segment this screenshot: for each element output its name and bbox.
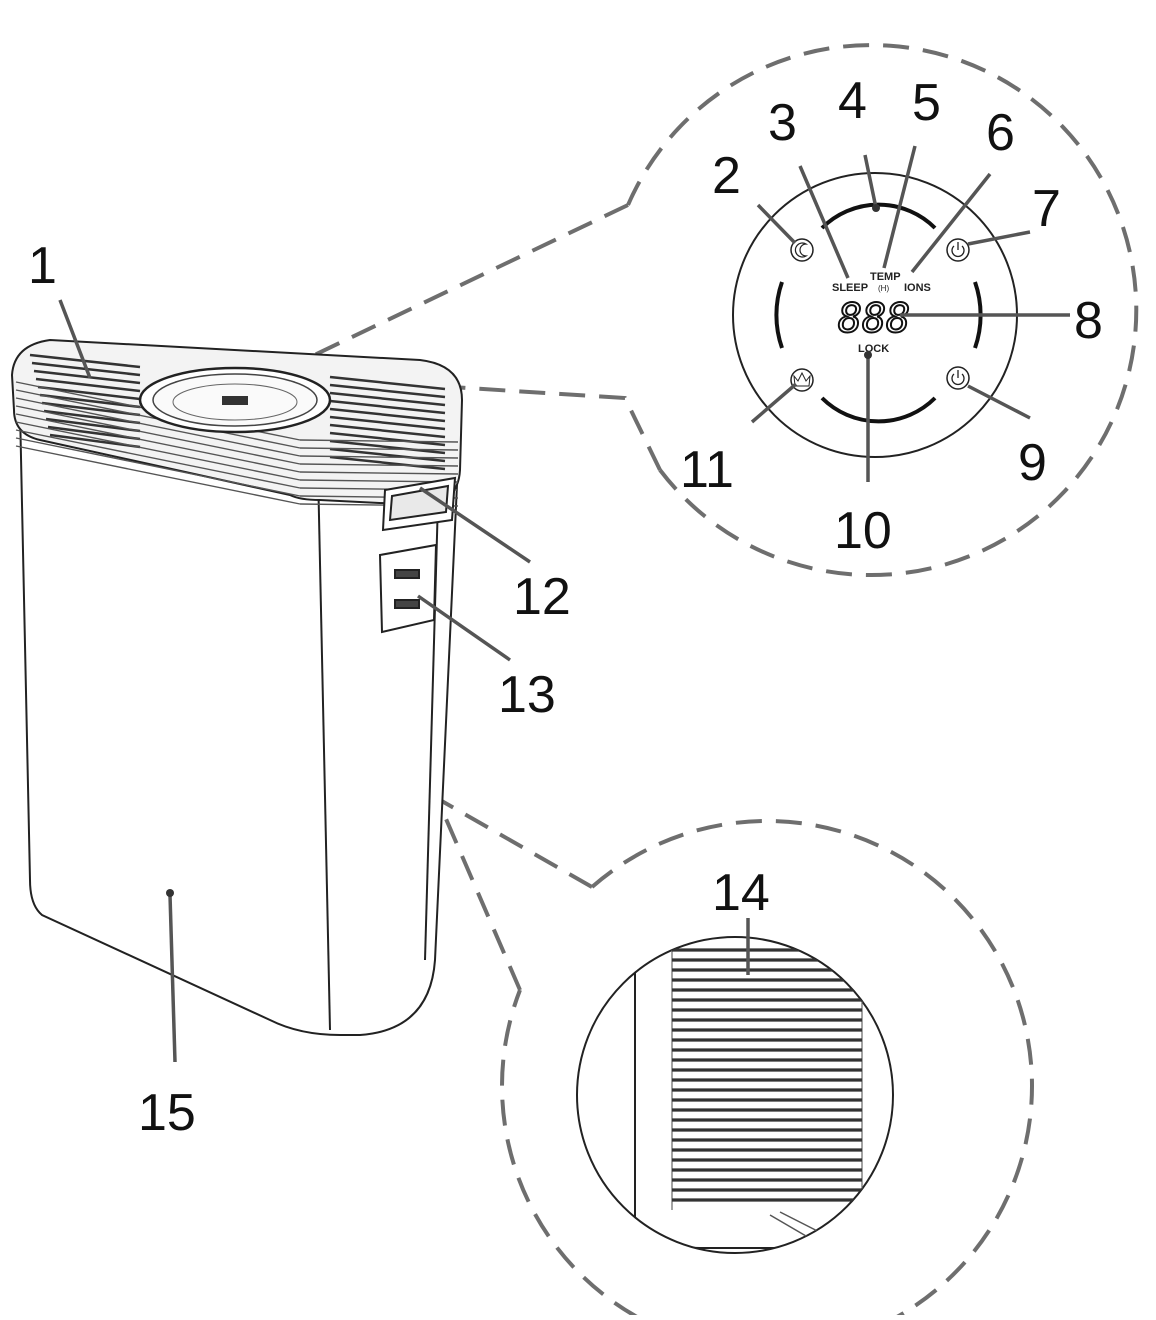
grille-slat bbox=[329, 415, 446, 431]
grille-slat bbox=[49, 433, 141, 449]
vent-zoom-leader-upper bbox=[439, 798, 593, 889]
sleep-mode-button bbox=[790, 238, 814, 262]
callout-2: 2 bbox=[712, 147, 741, 205]
temp-sub-label: (H) bbox=[878, 284, 889, 293]
power-icon bbox=[951, 373, 965, 386]
vent-zoom-leader-lower bbox=[438, 804, 522, 991]
grille-slat bbox=[329, 407, 446, 423]
panel-zoom-circle bbox=[626, 43, 1139, 578]
callout-14: 14 bbox=[712, 864, 770, 922]
control-panel-zoom: SLEEP TEMP (H) IONS LOCK 888 bbox=[732, 172, 1018, 458]
grille-slat bbox=[329, 447, 446, 463]
zoom-outlines bbox=[257, 43, 1139, 1320]
lock-label: LOCK bbox=[858, 343, 889, 355]
temp-label: TEMP bbox=[870, 271, 901, 283]
cap-rib bbox=[15, 445, 301, 505]
cap-rib bbox=[299, 471, 459, 475]
panel-zoom-leader-upper bbox=[257, 203, 629, 384]
purifier-body bbox=[10, 338, 464, 1036]
cap-rib bbox=[299, 439, 459, 443]
top-control-dial bbox=[138, 366, 332, 434]
ions-label: IONS bbox=[904, 282, 931, 294]
seven-segment-display: 888 bbox=[838, 296, 910, 342]
filter-window bbox=[378, 543, 438, 634]
vent-zoom bbox=[576, 936, 894, 1254]
cap-rib bbox=[299, 463, 459, 467]
cap-rib bbox=[15, 429, 301, 489]
lower-light-arc bbox=[820, 396, 937, 424]
leader-dots bbox=[166, 204, 880, 897]
grille-slat bbox=[329, 383, 446, 399]
cap-rib bbox=[15, 413, 301, 473]
grille-slat bbox=[43, 409, 141, 425]
body-outline bbox=[18, 408, 462, 1036]
grille-slat bbox=[329, 455, 446, 471]
callout-13: 13 bbox=[498, 666, 556, 724]
power-icon bbox=[951, 245, 965, 258]
grille-slat bbox=[47, 425, 141, 441]
grille-slat bbox=[37, 385, 141, 401]
upper-light-arc bbox=[820, 202, 937, 230]
moon-icon bbox=[794, 242, 809, 258]
grille-slat bbox=[41, 401, 141, 417]
callout-7: 7 bbox=[1032, 180, 1061, 238]
cap-rib bbox=[15, 397, 301, 457]
callout-10: 10 bbox=[834, 502, 892, 560]
cap-rib bbox=[15, 437, 301, 497]
cap-rib bbox=[15, 421, 301, 481]
callout-1: 1 bbox=[28, 237, 57, 295]
leader-lines bbox=[58, 145, 1070, 1063]
handle-slot bbox=[381, 476, 457, 532]
grille-slat bbox=[329, 439, 446, 455]
cap-ribbing bbox=[15, 381, 459, 507]
sleep-label: SLEEP bbox=[832, 282, 868, 294]
callout-8: 8 bbox=[1074, 292, 1103, 350]
callout-4: 4 bbox=[838, 72, 867, 130]
grille-slat bbox=[329, 399, 446, 415]
callout-6: 6 bbox=[986, 104, 1015, 162]
grille-slat bbox=[329, 391, 446, 407]
callout-11: 11 bbox=[680, 441, 734, 499]
cap-rib bbox=[15, 405, 301, 465]
cap-rib bbox=[299, 455, 459, 459]
vent-zoom-circle bbox=[500, 819, 1035, 1320]
grille-slat bbox=[35, 377, 141, 393]
grille-slat bbox=[45, 417, 141, 433]
callout-9: 9 bbox=[1018, 434, 1047, 492]
grille-slat bbox=[33, 369, 141, 385]
callout-3: 3 bbox=[768, 94, 797, 152]
grille-slat bbox=[329, 431, 446, 447]
power-button-top bbox=[946, 238, 970, 262]
callout-15: 15 bbox=[138, 1084, 196, 1142]
left-light-arc bbox=[774, 281, 784, 349]
panel-zoom-leader-lower bbox=[339, 378, 662, 471]
grille-slat bbox=[39, 393, 141, 409]
side-panel-line bbox=[317, 469, 331, 1031]
callout-numbers: 1 2 3 4 5 6 7 8 9 10 11 12 13 14 15 bbox=[28, 72, 1103, 1142]
grille-slat bbox=[329, 375, 446, 391]
power-button-bottom bbox=[946, 366, 970, 390]
callout-12: 12 bbox=[513, 568, 571, 626]
grille-slat bbox=[329, 423, 446, 439]
callout-5: 5 bbox=[912, 74, 941, 132]
cap-rib bbox=[299, 447, 459, 451]
fan-icon bbox=[793, 371, 811, 387]
